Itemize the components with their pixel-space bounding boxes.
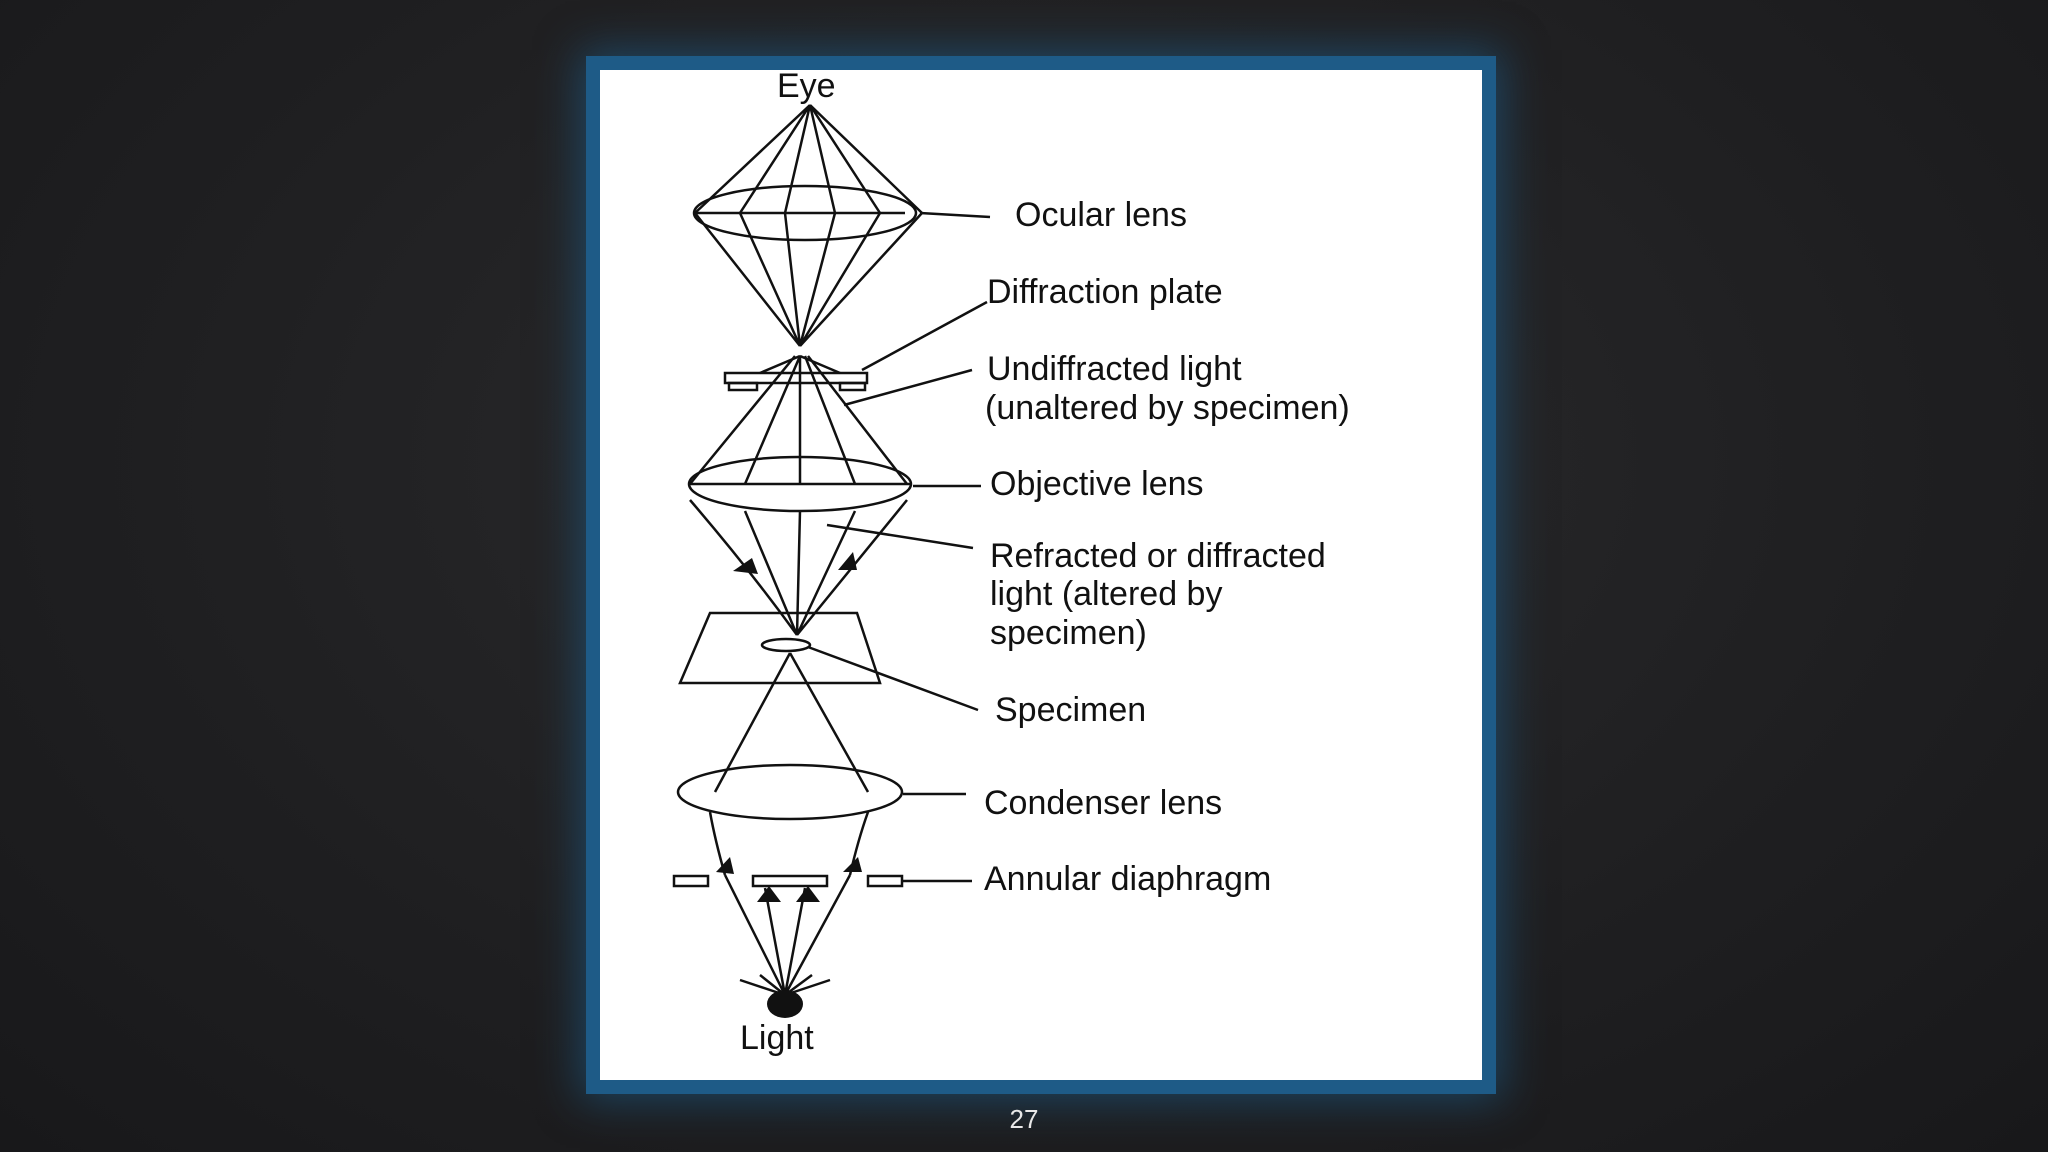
label-specimen: Specimen xyxy=(995,691,1146,729)
label-annular-diaphragm: Annular diaphragm xyxy=(984,860,1271,898)
diagram-frame: Eye Ocular lens Diffraction plate Undiff… xyxy=(600,70,1482,1080)
light-source-icon xyxy=(767,990,803,1018)
arrow-up-icon xyxy=(796,886,820,902)
label-undiffracted-line1: Undiffracted light xyxy=(987,350,1242,388)
arrow-up-icon xyxy=(838,552,857,570)
ray-condenser-diaphragm xyxy=(708,811,870,876)
label-eye: Eye xyxy=(777,70,836,105)
ray-light-source xyxy=(723,874,852,996)
label-diffraction-plate: Diffraction plate xyxy=(987,273,1223,311)
label-light: Light xyxy=(740,1019,814,1057)
leader-specimen xyxy=(807,645,979,712)
ray-eye-ocular xyxy=(694,104,923,214)
ray-objective-specimen xyxy=(689,499,908,636)
ray-specimen-condenser xyxy=(713,652,870,793)
label-ocular-lens: Ocular lens xyxy=(1015,196,1187,234)
label-undiffracted-line2: (unaltered by specimen) xyxy=(985,389,1350,427)
label-objective-lens: Objective lens xyxy=(990,465,1204,503)
label-refracted-line3: specimen) xyxy=(990,614,1147,652)
leader-undiffracted xyxy=(843,368,973,407)
page-number: 27 xyxy=(1009,1104,1039,1134)
arrow-up-icon xyxy=(757,886,781,902)
arrow-up-icon xyxy=(716,857,734,874)
ray-ocular-focus xyxy=(694,212,923,347)
arrow-up-icon xyxy=(843,857,862,872)
stage-shape xyxy=(678,611,882,685)
label-refracted-line1: Refracted or diffracted xyxy=(990,537,1326,575)
phase-contrast-microscope-diagram: Eye Ocular lens Diffraction plate Undiff… xyxy=(672,70,1350,1057)
condenser-lens-shape xyxy=(676,763,904,821)
ocular-lens-shape xyxy=(692,184,918,242)
arrow-up-icon xyxy=(733,558,758,574)
ray-plate-objective xyxy=(689,355,908,485)
diffraction-plate-shape xyxy=(723,371,869,385)
leader-refracted xyxy=(826,523,974,550)
leader-ocular xyxy=(919,211,991,219)
leader-diffraction xyxy=(861,300,988,372)
specimen-shape xyxy=(760,637,812,653)
label-refracted-line2: light (altered by xyxy=(990,575,1222,613)
annular-diaphragm-left xyxy=(672,874,710,888)
annular-diaphragm-right xyxy=(866,874,904,888)
label-condenser-lens: Condenser lens xyxy=(984,784,1222,822)
annular-diaphragm-center xyxy=(751,874,829,888)
light-burst-lines xyxy=(739,973,831,997)
